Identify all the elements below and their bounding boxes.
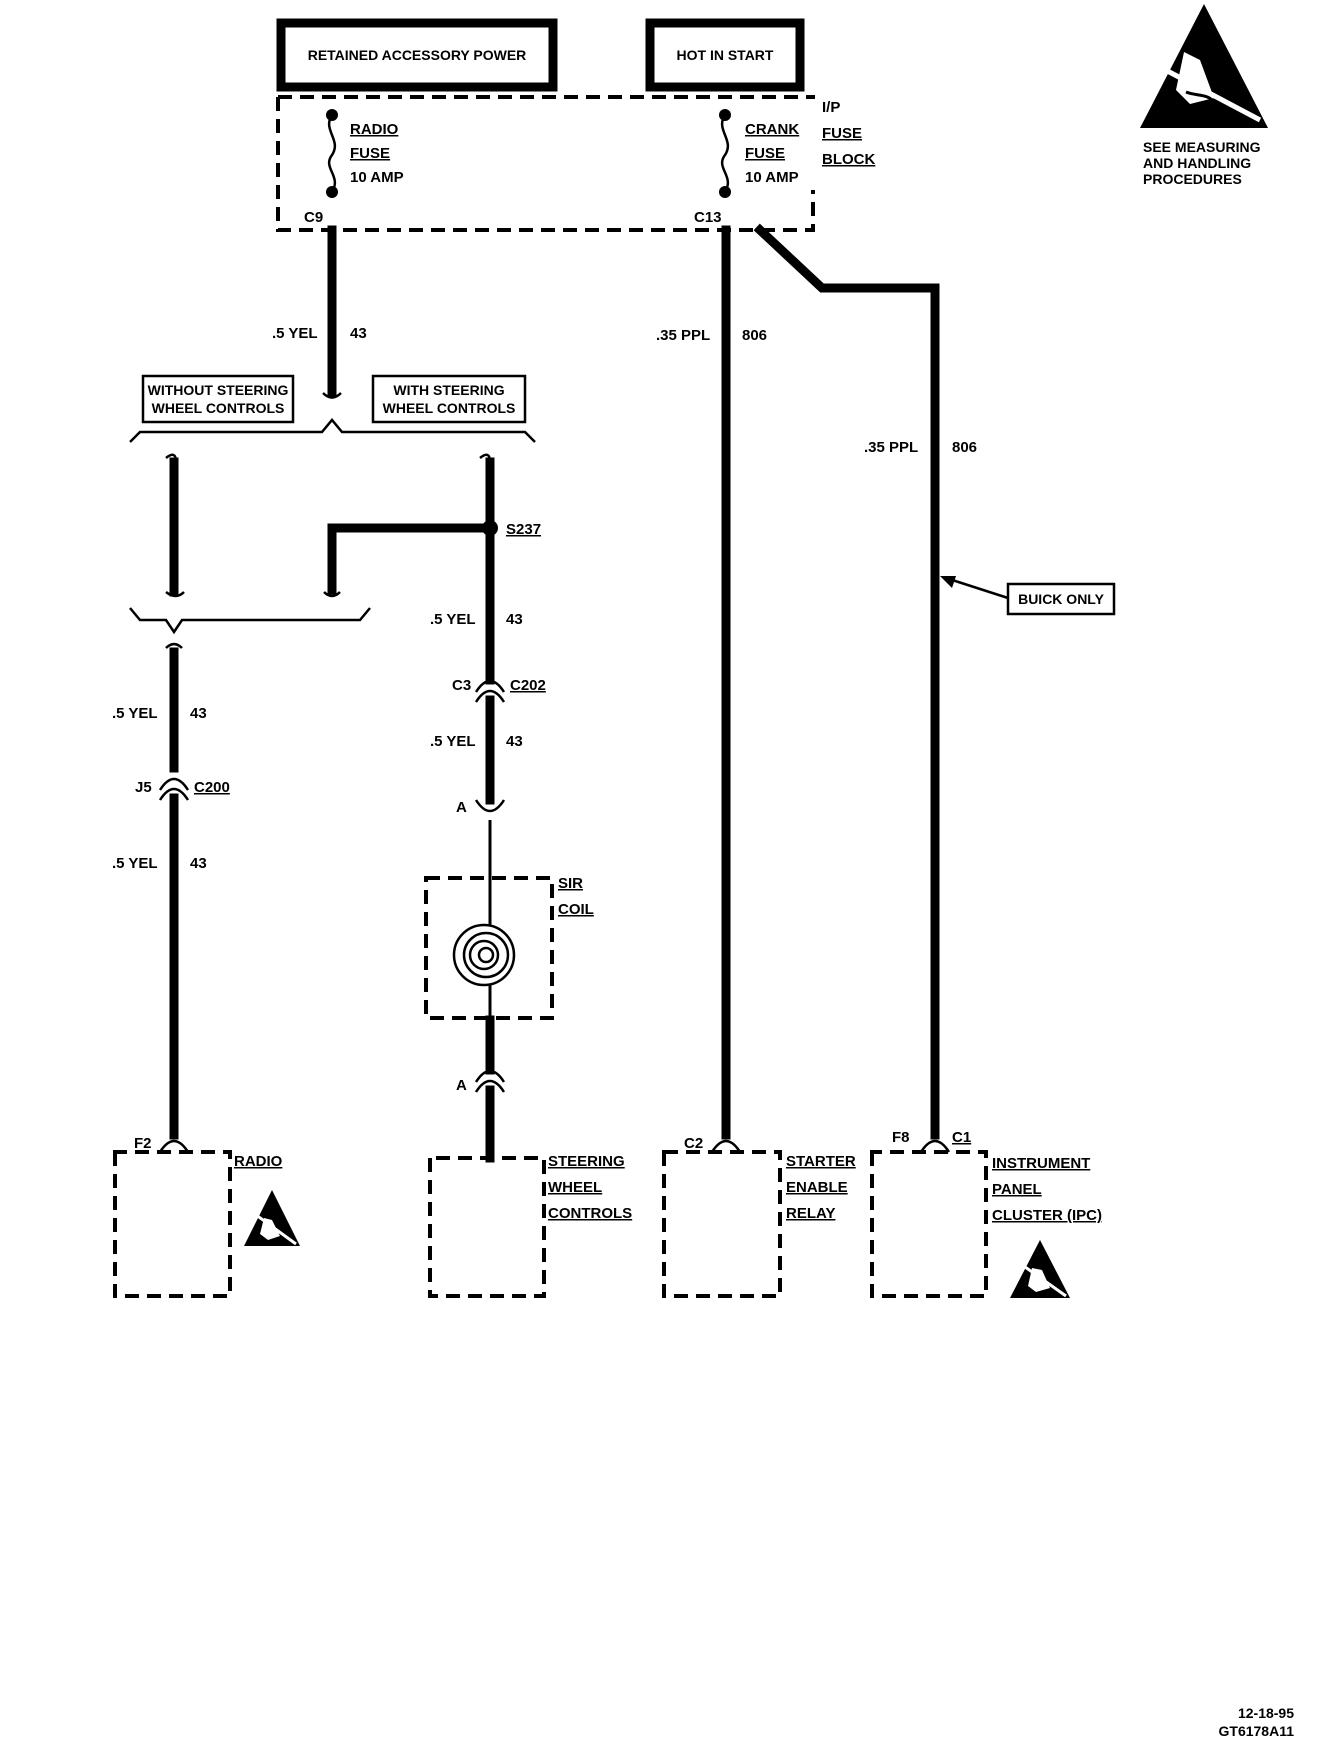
crank-fuse-terminal: C13 (694, 209, 722, 226)
starter-label-3: RELAY (786, 1205, 835, 1222)
steering-label-1: STEERING (548, 1153, 625, 1170)
sir-connector-bottom-pin: A (456, 1077, 467, 1094)
retained-accessory-power-box: RETAINED ACCESSORY POWER (276, 18, 558, 92)
wire-circuit-806: .35 PPL 806 (656, 225, 767, 1153)
radio-wire-circuit-2: 43 (190, 855, 207, 872)
sir-connector-top-pin: A (456, 799, 467, 816)
crank-fuse-name: CRANK (745, 121, 799, 138)
ipc-label-1: INSTRUMENT (992, 1155, 1090, 1172)
option-with-steering-controls: WITH STEERING WHEEL CONTROLS (371, 374, 527, 424)
radio-fuse: RADIO FUSE 10 AMP C9 (304, 109, 404, 226)
option-with-line-1: WITH STEERING (393, 382, 504, 398)
starter-enable-relay-component: C2 STARTER ENABLE RELAY (662, 1135, 856, 1298)
footer-date: 12-18-95 (1238, 1705, 1294, 1721)
option-without-steering-controls: WITHOUT STEERING WHEEL CONTROLS (141, 374, 295, 424)
wire-circuit-43-main: .5 YEL 43 (272, 225, 367, 399)
c202-pin: C3 (452, 677, 471, 694)
option-without-line-1: WITHOUT STEERING (148, 382, 289, 398)
wire-to-radio: .5 YEL 43 J5 C200 .5 YEL 43 (112, 642, 230, 1153)
ppl-wire-size-1: .35 PPL (656, 327, 710, 344)
ppl-wire-circuit-1: 806 (742, 327, 767, 344)
c202-connector: C202 (510, 677, 546, 694)
esd-notice-line-2: AND HANDLING (1143, 155, 1251, 171)
steering-wire-circuit-2: 43 (506, 733, 523, 750)
ipc-connector: C1 (952, 1129, 971, 1146)
option-with-line-2: WHEEL CONTROLS (383, 400, 516, 416)
wire-size-label: .5 YEL (272, 325, 318, 342)
instrument-panel-cluster-component: F8 C1 INSTRUMENT PANEL CLUSTER (IPC) (870, 1129, 1102, 1298)
radio-wire-circuit-1: 43 (190, 705, 207, 722)
c200-connector: C200 (194, 779, 230, 796)
radio-component: F2 RADIO (113, 1135, 300, 1298)
ipc-label-3: CLUSTER (IPC) (992, 1207, 1102, 1224)
wire-to-steering-controls: .5 YEL 43 C3 C202 .5 YEL 43 A (430, 611, 546, 890)
wire-circuit-label: 43 (350, 325, 367, 342)
fuse-block-label-2: FUSE (822, 125, 862, 142)
steering-wheel-controls-component: STEERING WHEEL CONTROLS (428, 1153, 632, 1298)
radio-fuse-name: RADIO (350, 121, 399, 138)
wire-sir-to-steering: A (456, 1015, 506, 1163)
buick-only-callout: BUICK ONLY (940, 576, 1116, 616)
buick-only-label: BUICK ONLY (1018, 591, 1104, 607)
steering-label-3: CONTROLS (548, 1205, 632, 1222)
retained-accessory-power-label: RETAINED ACCESSORY POWER (308, 47, 527, 63)
option-bracket-bottom (129, 607, 371, 635)
wire-with-branch (479, 453, 495, 685)
esd-notice-line-1: SEE MEASURING (1143, 139, 1261, 155)
esd-notice-line-3: PROCEDURES (1143, 171, 1242, 187)
steering-wire-size-1: .5 YEL (430, 611, 476, 628)
hot-in-start-box: HOT IN START (645, 18, 805, 92)
ipc-label-2: PANEL (992, 1181, 1042, 1198)
option-without-line-2: WHEEL CONTROLS (152, 400, 285, 416)
fuse-block-label-3: BLOCK (822, 151, 875, 168)
sir-coil-label-1: SIR (558, 875, 583, 892)
esd-warning-icon (1140, 4, 1268, 128)
radio-name: RADIO (234, 1153, 283, 1170)
splice-label: S237 (506, 521, 541, 538)
radio-fuse-terminal: C9 (304, 209, 323, 226)
radio-esd-icon (244, 1190, 300, 1246)
radio-wire-size-2: .5 YEL (112, 855, 158, 872)
steering-label-2: WHEEL (548, 1179, 602, 1196)
footer-code: GT6178A11 (1219, 1723, 1295, 1739)
sir-coil: SIR COIL (424, 875, 594, 1020)
radio-wire-size-1: .5 YEL (112, 705, 158, 722)
starter-label-2: ENABLE (786, 1179, 848, 1196)
steering-wire-circuit-1: 43 (506, 611, 523, 628)
radio-fuse-rating: 10 AMP (350, 169, 404, 186)
splice-s237: S237 (323, 520, 541, 598)
ip-fuse-block: I/P FUSE BLOCK (276, 95, 875, 232)
c200-pin: J5 (135, 779, 152, 796)
crank-fuse: CRANK FUSE 10 AMP C13 (694, 109, 799, 226)
ipc-pin: F8 (892, 1129, 910, 1146)
wire-buick-only-branch: .35 PPL 806 (753, 223, 977, 1153)
steering-wire-size-2: .5 YEL (430, 733, 476, 750)
ppl-wire-size-2: .35 PPL (864, 439, 918, 456)
radio-fuse-type: FUSE (350, 145, 390, 162)
hot-in-start-label: HOT IN START (677, 47, 774, 63)
starter-pin: C2 (684, 1135, 703, 1152)
radio-pin: F2 (134, 1135, 152, 1152)
fuse-block-label-1: I/P (822, 99, 840, 116)
starter-label-1: STARTER (786, 1153, 856, 1170)
ppl-wire-circuit-2: 806 (952, 439, 977, 456)
crank-fuse-rating: 10 AMP (745, 169, 799, 186)
crank-fuse-type: FUSE (745, 145, 785, 162)
wire-without-branch (165, 453, 185, 598)
ipc-esd-icon (1010, 1240, 1070, 1298)
option-bracket-top (129, 418, 536, 443)
sir-coil-label-2: COIL (558, 901, 594, 918)
